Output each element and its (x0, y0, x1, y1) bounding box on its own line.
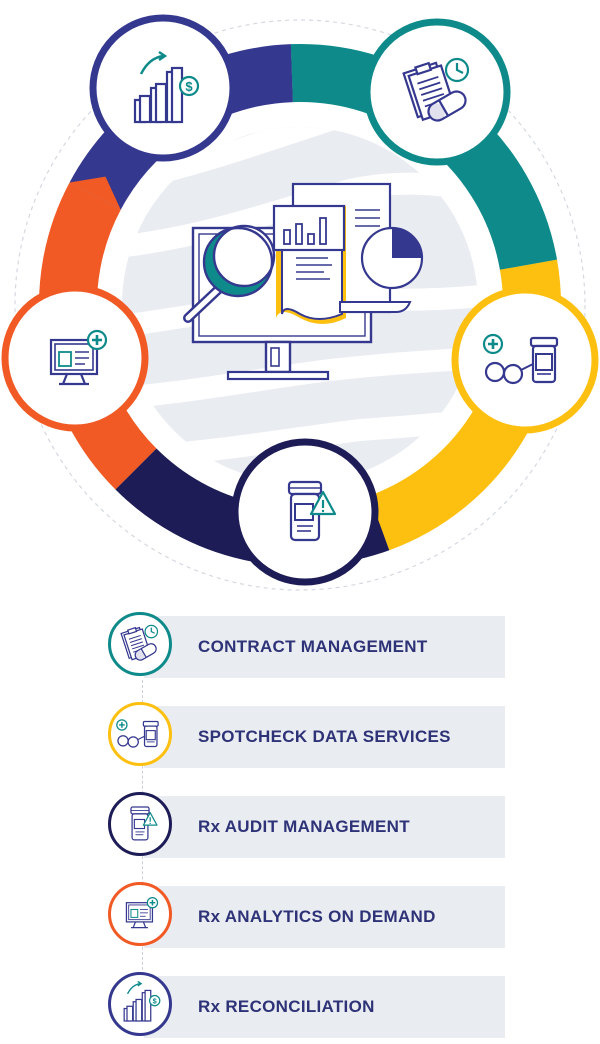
legend-item-rx-analytics-on-demand[interactable]: Rx ANALYTICS ON DEMAND (108, 882, 505, 954)
legend-band (144, 616, 505, 678)
monitor-plus-icon (125, 896, 159, 929)
node-rx-audit-management (231, 438, 379, 586)
node-spotcheck-data-services (451, 286, 599, 434)
node-rx-analytics-on-demand (1, 284, 149, 432)
legend-label: Rx RECONCILIATION (198, 997, 375, 1016)
legend-band (144, 796, 505, 858)
node-contract-management (363, 18, 511, 166)
outer-dashed-ring (14, 19, 586, 591)
monitor-magnifier-reports-icon (183, 182, 424, 381)
legend-label: Rx AUDIT MANAGEMENT (198, 817, 410, 836)
pill-bottle-warning-icon (130, 806, 158, 841)
legend-label: Rx ANALYTICS ON DEMAND (198, 907, 436, 926)
legend-item-rx-audit-management[interactable]: Rx AUDIT MANAGEMENT (108, 792, 505, 864)
legend-icon-circle (108, 972, 172, 1036)
legend-band (144, 706, 505, 768)
legend-label: SPOTCHECK DATA SERVICES (198, 727, 451, 746)
legend-item-rx-reconciliation[interactable]: Rx RECONCILIATION (108, 972, 505, 1044)
legend-icon-circle (108, 612, 172, 676)
services-wheel: $ (1, 14, 599, 591)
bar-chart-dollar-icon (123, 980, 161, 1022)
legend-band (144, 976, 505, 1038)
pill-bottle-glasses-icon (116, 719, 159, 748)
legend-icon-circle (108, 792, 172, 856)
clipboard-pill-clock-icon (120, 624, 159, 663)
legend-label: CONTRACT MANAGEMENT (198, 637, 428, 656)
legend-icon-circle (108, 882, 172, 946)
services-legend: CONTRACT MANAGEMENT SPOTCHECK DATA SERVI… (0, 600, 600, 1043)
legend-icon-circle (108, 702, 172, 766)
legend-band (144, 886, 505, 948)
legend-item-contract-management[interactable]: CONTRACT MANAGEMENT (108, 612, 505, 684)
legend-item-spotcheck-data-services[interactable]: SPOTCHECK DATA SERVICES (108, 702, 505, 774)
ring-arrow-rx-analytics-on-demand (69, 176, 121, 210)
node-rx-reconciliation (89, 14, 237, 162)
